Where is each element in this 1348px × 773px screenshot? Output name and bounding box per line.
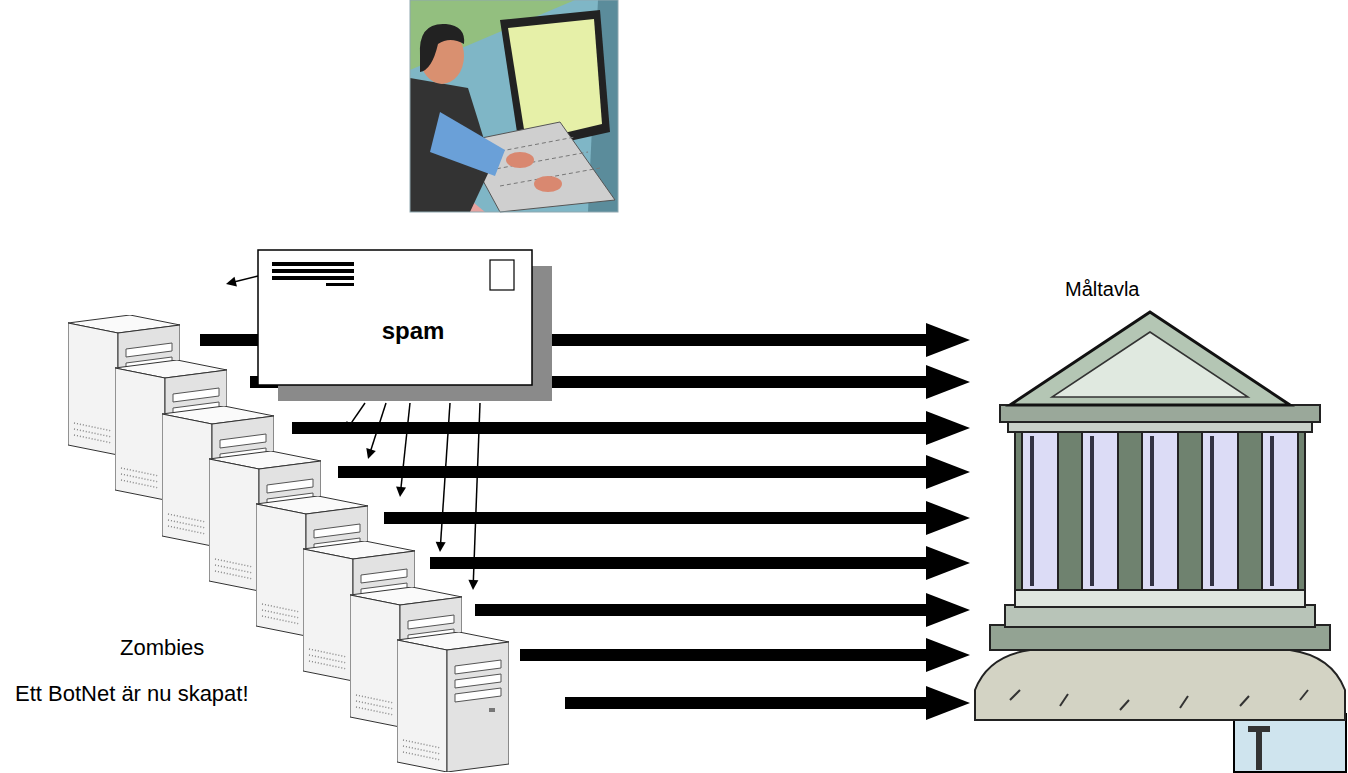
man-hair	[420, 24, 464, 72]
building-column	[1142, 432, 1178, 590]
corner-picture	[1234, 714, 1346, 772]
building-column	[1202, 432, 1238, 590]
arrow-head	[436, 542, 446, 552]
man-arm	[430, 112, 505, 176]
arrow-head	[926, 593, 970, 627]
arrow-head	[926, 686, 970, 720]
arrow-head	[926, 323, 970, 357]
arrow-head	[366, 448, 376, 459]
attack-arrow	[292, 411, 970, 445]
spread-arrow	[226, 276, 258, 286]
arrow-head	[926, 638, 970, 672]
spam-envelope: spam	[258, 250, 532, 385]
target-building-shape	[970, 270, 1346, 725]
attack-arrow	[338, 455, 970, 489]
picture-frame	[410, 0, 618, 212]
attack-arrow	[384, 501, 970, 535]
picture-ground	[410, 0, 618, 212]
arrow-head	[468, 580, 478, 590]
target-building: Måltavla	[970, 270, 1346, 725]
node-text: spam	[382, 317, 445, 345]
man-hand	[534, 176, 562, 192]
arrow-head	[396, 487, 406, 497]
arrow-shaft	[384, 512, 930, 524]
arrow-shaft	[232, 276, 258, 283]
building-roof	[1010, 312, 1290, 405]
arrow-head	[926, 546, 970, 580]
arrow-shaft	[292, 422, 930, 434]
arrow-shaft	[338, 466, 930, 478]
building-step	[990, 625, 1330, 650]
server-icon	[397, 632, 509, 772]
arrow-shaft	[430, 557, 930, 569]
node-text: Zombies	[120, 635, 204, 661]
arrow-shaft	[520, 649, 930, 661]
node-text: Måltavla	[1065, 278, 1139, 301]
building-step	[1005, 605, 1315, 627]
address-line	[272, 269, 354, 273]
picture-frame	[1234, 714, 1346, 772]
building-beam	[1000, 405, 1320, 422]
building-step	[1015, 590, 1305, 607]
arrow-head	[926, 501, 970, 535]
roof-inner	[1052, 332, 1248, 397]
column-stripe	[1032, 436, 1272, 586]
attack-arrow	[475, 593, 970, 627]
arrow-head	[926, 365, 970, 399]
building-column	[1022, 432, 1058, 590]
attack-arrow	[565, 686, 970, 720]
arrow-shaft	[475, 604, 930, 616]
building-ground	[975, 650, 1345, 720]
attack-arrow	[520, 638, 970, 672]
man-hand	[506, 152, 534, 168]
arrow-head	[226, 277, 237, 287]
attack-arrow	[430, 546, 970, 580]
ground-hatch	[1010, 690, 1308, 710]
address-line	[326, 283, 354, 286]
arrow-shaft	[565, 697, 930, 709]
address-line	[272, 262, 354, 266]
key-row	[490, 152, 588, 170]
note-text: Ett BotNet är nu skapat!	[15, 681, 249, 707]
envelope-body	[258, 250, 532, 385]
arrow-head	[926, 411, 970, 445]
hacker-picture	[410, 0, 618, 212]
picture-shape	[1256, 726, 1262, 770]
address-line	[272, 276, 354, 280]
envelope-stamp	[490, 260, 514, 290]
building-wall	[1015, 430, 1305, 590]
spread-arrow	[396, 403, 410, 497]
building-column	[1262, 432, 1298, 590]
arrow-head	[926, 455, 970, 489]
building-column	[1082, 432, 1118, 590]
